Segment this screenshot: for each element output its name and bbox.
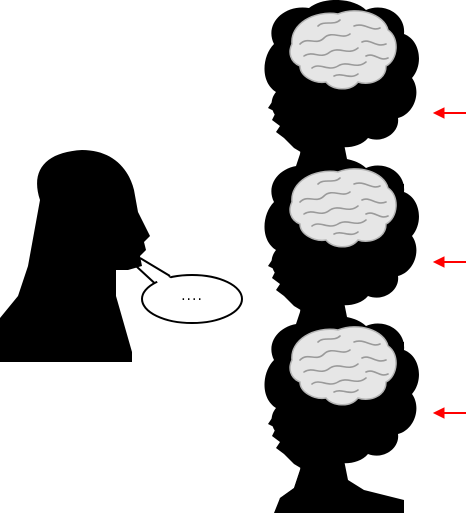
speaker-silhouette bbox=[0, 150, 150, 362]
red-arrow-icon bbox=[432, 407, 466, 419]
red-arrow-icon bbox=[432, 107, 466, 119]
listener-head-3 bbox=[263, 315, 420, 513]
red-arrow-icon bbox=[432, 256, 466, 268]
speech-bubble-text: .... bbox=[181, 288, 203, 304]
speech-bubble: .... bbox=[135, 257, 243, 324]
